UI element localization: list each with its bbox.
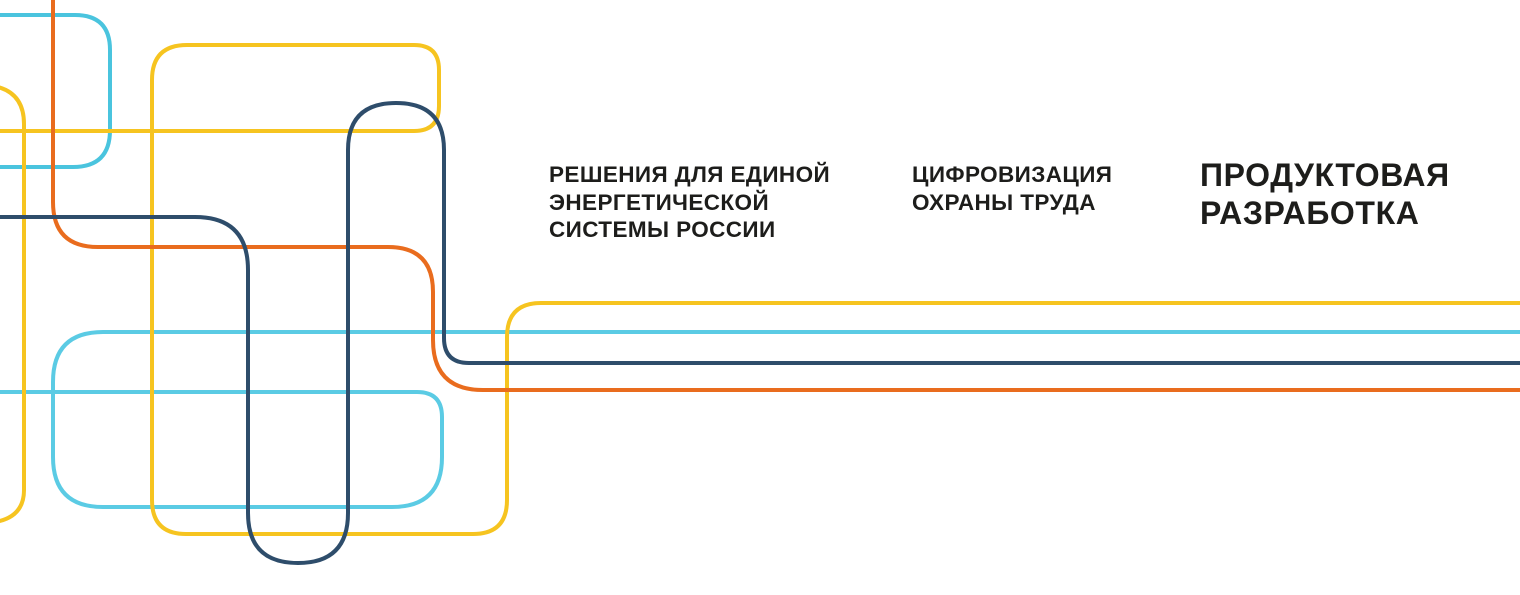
navy-line <box>0 100 1520 566</box>
heading-energy-line-2: ЭНЕРГЕТИЧЕСКОЙ <box>549 189 770 215</box>
heading-labor-digitalization: ЦИФРОВИЗАЦИЯ ОХРАНЫ ТРУДА <box>912 161 1112 216</box>
light-cyan-line <box>0 330 1520 509</box>
heading-energy-line-3: СИСТЕМЫ РОССИИ <box>549 217 776 243</box>
yellow-main-line <box>0 43 1520 536</box>
heading-product-line-2: РАЗРАБОТКА <box>1200 195 1420 231</box>
heading-product-line-1: ПРОДУКТОВАЯ <box>1200 157 1450 193</box>
heading-energy-line-1: РЕШЕНИЯ ДЛЯ ЕДИНОЙ <box>549 162 831 187</box>
heading-labor-line-2: ОХРАНЫ ТРУДА <box>912 189 1096 215</box>
heading-energy-system: РЕШЕНИЯ ДЛЯ ЕДИНОЙ ЭНЕРГЕТИЧЕСКОЙ СИСТЕМ… <box>549 161 830 244</box>
heading-product-development: ПРОДУКТОВАЯ РАЗРАБОТКА <box>1200 156 1450 232</box>
orange-line <box>51 0 1520 392</box>
yellow-small-line <box>0 85 26 523</box>
heading-labor-line-1: ЦИФРОВИЗАЦИЯ <box>912 162 1113 187</box>
